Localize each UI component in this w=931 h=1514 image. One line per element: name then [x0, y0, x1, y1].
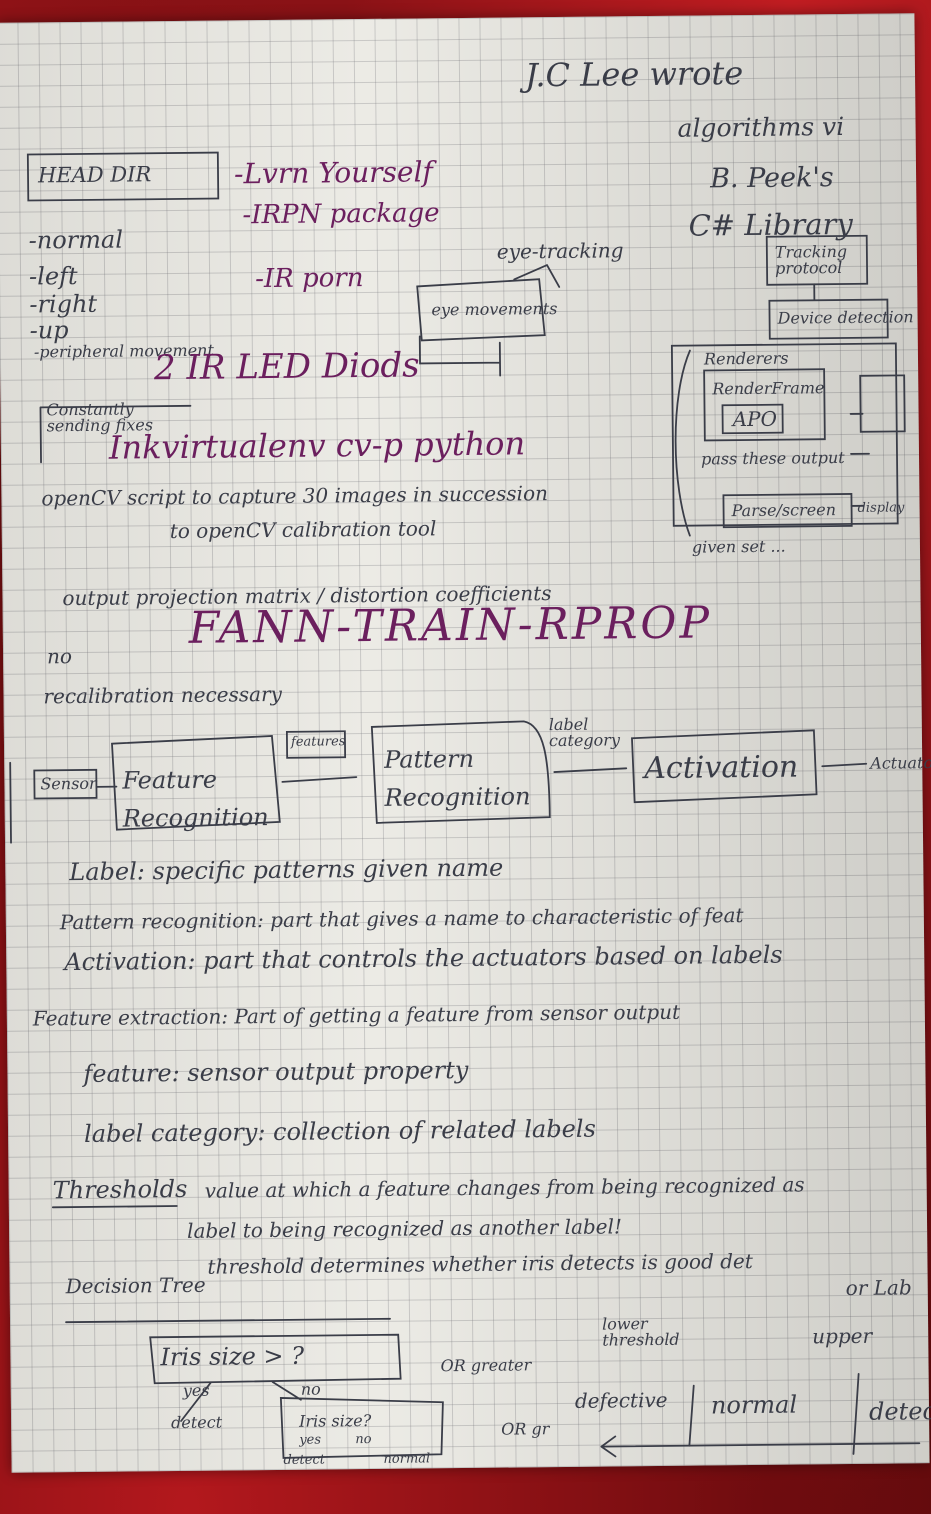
definition-line: Feature extraction: Part of getting a fe… — [32, 999, 681, 1031]
tree-detect: detect — [171, 1412, 223, 1433]
actuator-arrow — [821, 762, 868, 768]
tree-underline — [65, 1317, 391, 1324]
actuator-label: Actuator — [870, 752, 931, 773]
eye-tracking-arrow — [513, 264, 561, 288]
fann-train-rprop: FANN-TRAIN-RPROP — [188, 597, 713, 654]
head-dir-item: -normal — [28, 225, 124, 255]
purple-note: -IRPN package — [242, 198, 440, 231]
head-dir-box — [26, 151, 220, 202]
tree-detect-2: detect — [283, 1452, 326, 1468]
given-set-label: given set ... — [691, 536, 786, 557]
definition-line: Label: specific patterns given name — [69, 853, 504, 887]
author-note-line-2: algorithms vi — [677, 111, 845, 143]
lower-threshold-label: lower threshold — [601, 1314, 680, 1350]
connector-line — [418, 335, 502, 377]
author-note-line-1: J.C Lee wrote — [524, 54, 744, 95]
display-label: display — [857, 500, 905, 516]
device-detection-box — [768, 298, 889, 340]
definition-line: label to being recognized as another lab… — [186, 1214, 623, 1243]
tracking-protocol-box — [765, 234, 869, 286]
or-gr-label: OR gr — [501, 1419, 550, 1439]
threshold-ticks — [688, 1372, 860, 1455]
far-right-box — [859, 374, 906, 433]
constantly-note: Constantly sending fixes — [46, 399, 154, 436]
activation-label: Activation — [644, 749, 799, 787]
definition-line: or Lab — [845, 1275, 912, 1301]
threshold-axis — [600, 1435, 921, 1458]
head-dir-title: HEAD DIR — [37, 162, 152, 188]
head-dir-item: -right — [29, 289, 98, 319]
activation-box-shape — [631, 729, 818, 804]
renderers-frame — [670, 342, 899, 527]
ink-drawing — [9, 151, 921, 1459]
author-note-line-3: B. Peek's — [709, 162, 834, 195]
sensor-label: Sensor — [40, 773, 97, 794]
purple-note: -Lvrn Yourself — [233, 155, 433, 191]
device-detection-label: Device detection — [777, 307, 914, 328]
tree-branches — [180, 1381, 302, 1422]
pattern-box-shape — [370, 720, 551, 824]
tree-no-2: no — [355, 1431, 372, 1448]
features-arrow — [281, 776, 358, 783]
eye-tracking-label: eye-tracking — [496, 238, 624, 264]
tree-root-box — [149, 1333, 402, 1385]
render-frame-label: RenderFrame — [712, 378, 825, 399]
right-arrows — [849, 412, 870, 507]
pattern-recognition-label: Pattern Recognition — [384, 744, 531, 813]
tracking-protocol-label: Tracking protocol — [774, 241, 848, 278]
apo-box — [721, 403, 784, 435]
notebook-page: J.C Lee wrote algorithms vi B. Peek's C#… — [0, 13, 931, 1473]
tree-yes: yes — [182, 1380, 210, 1400]
definition-line: feature: sensor output property — [83, 1055, 469, 1088]
label-category-label: label category — [548, 714, 621, 751]
definition-line: label category: collection of related la… — [83, 1114, 596, 1148]
normal-label: normal — [710, 1390, 798, 1420]
head-dir-item: -up — [29, 316, 69, 345]
parse-screen-box — [722, 493, 853, 529]
features-box — [285, 730, 347, 759]
thresholds-label: Thresholds — [52, 1174, 188, 1205]
tree-no: no — [300, 1379, 321, 1399]
definition-line: Activation: part that controls the actua… — [64, 940, 783, 977]
feature-box-shape — [111, 735, 281, 831]
purple-note: -IR porn — [254, 263, 364, 295]
eye-movements-box — [416, 278, 546, 342]
feature-recognition-label: Feature Recognition — [122, 765, 269, 833]
tree-root-label: Iris size > ? — [160, 1341, 305, 1372]
features-label: features — [290, 734, 346, 750]
tree-child-box — [279, 1397, 444, 1459]
apo-label: APO — [732, 406, 778, 432]
sensor-box — [33, 768, 98, 800]
author-note-line-4: C# Library — [688, 206, 853, 243]
opencv-line-2: to openCV calibration tool — [169, 516, 437, 544]
head-dir-item: -left — [28, 262, 78, 291]
pattern-arrow — [553, 767, 628, 773]
sensor-bracket — [9, 761, 12, 844]
tree-child-label: Iris size? — [298, 1410, 372, 1431]
pass-output-label: pass these output — [700, 447, 845, 469]
opencv-line-1: openCV script to capture 30 images in su… — [41, 481, 549, 511]
renderers-label: Renderers — [703, 348, 789, 369]
thresholds-underline — [51, 1205, 178, 1209]
tree-yes-2: yes — [299, 1432, 322, 1448]
upper-label: upper — [812, 1323, 873, 1349]
constantly-box — [39, 404, 192, 464]
detect-end-label: detect — [868, 1396, 931, 1426]
opencv-no: no — [46, 644, 73, 669]
tree-normal-2: normal — [383, 1451, 431, 1467]
decision-tree-title: Decision Tree — [65, 1272, 206, 1299]
purple-note: 2 IR LED Diods — [153, 345, 420, 389]
opencv-recal: recalibration necessary — [43, 681, 282, 709]
definition-line: value at which a feature changes from be… — [204, 1172, 805, 1203]
definition-line: threshold determines whether iris detect… — [207, 1248, 753, 1279]
parse-screen-label: Parse/screen — [731, 500, 837, 521]
or-greater-label: OR greater — [440, 1355, 532, 1376]
defective-label: defective — [574, 1387, 668, 1413]
left-brace — [674, 349, 691, 537]
eye-movements-label: eye movements — [431, 298, 558, 320]
render-frame-box — [703, 368, 826, 442]
